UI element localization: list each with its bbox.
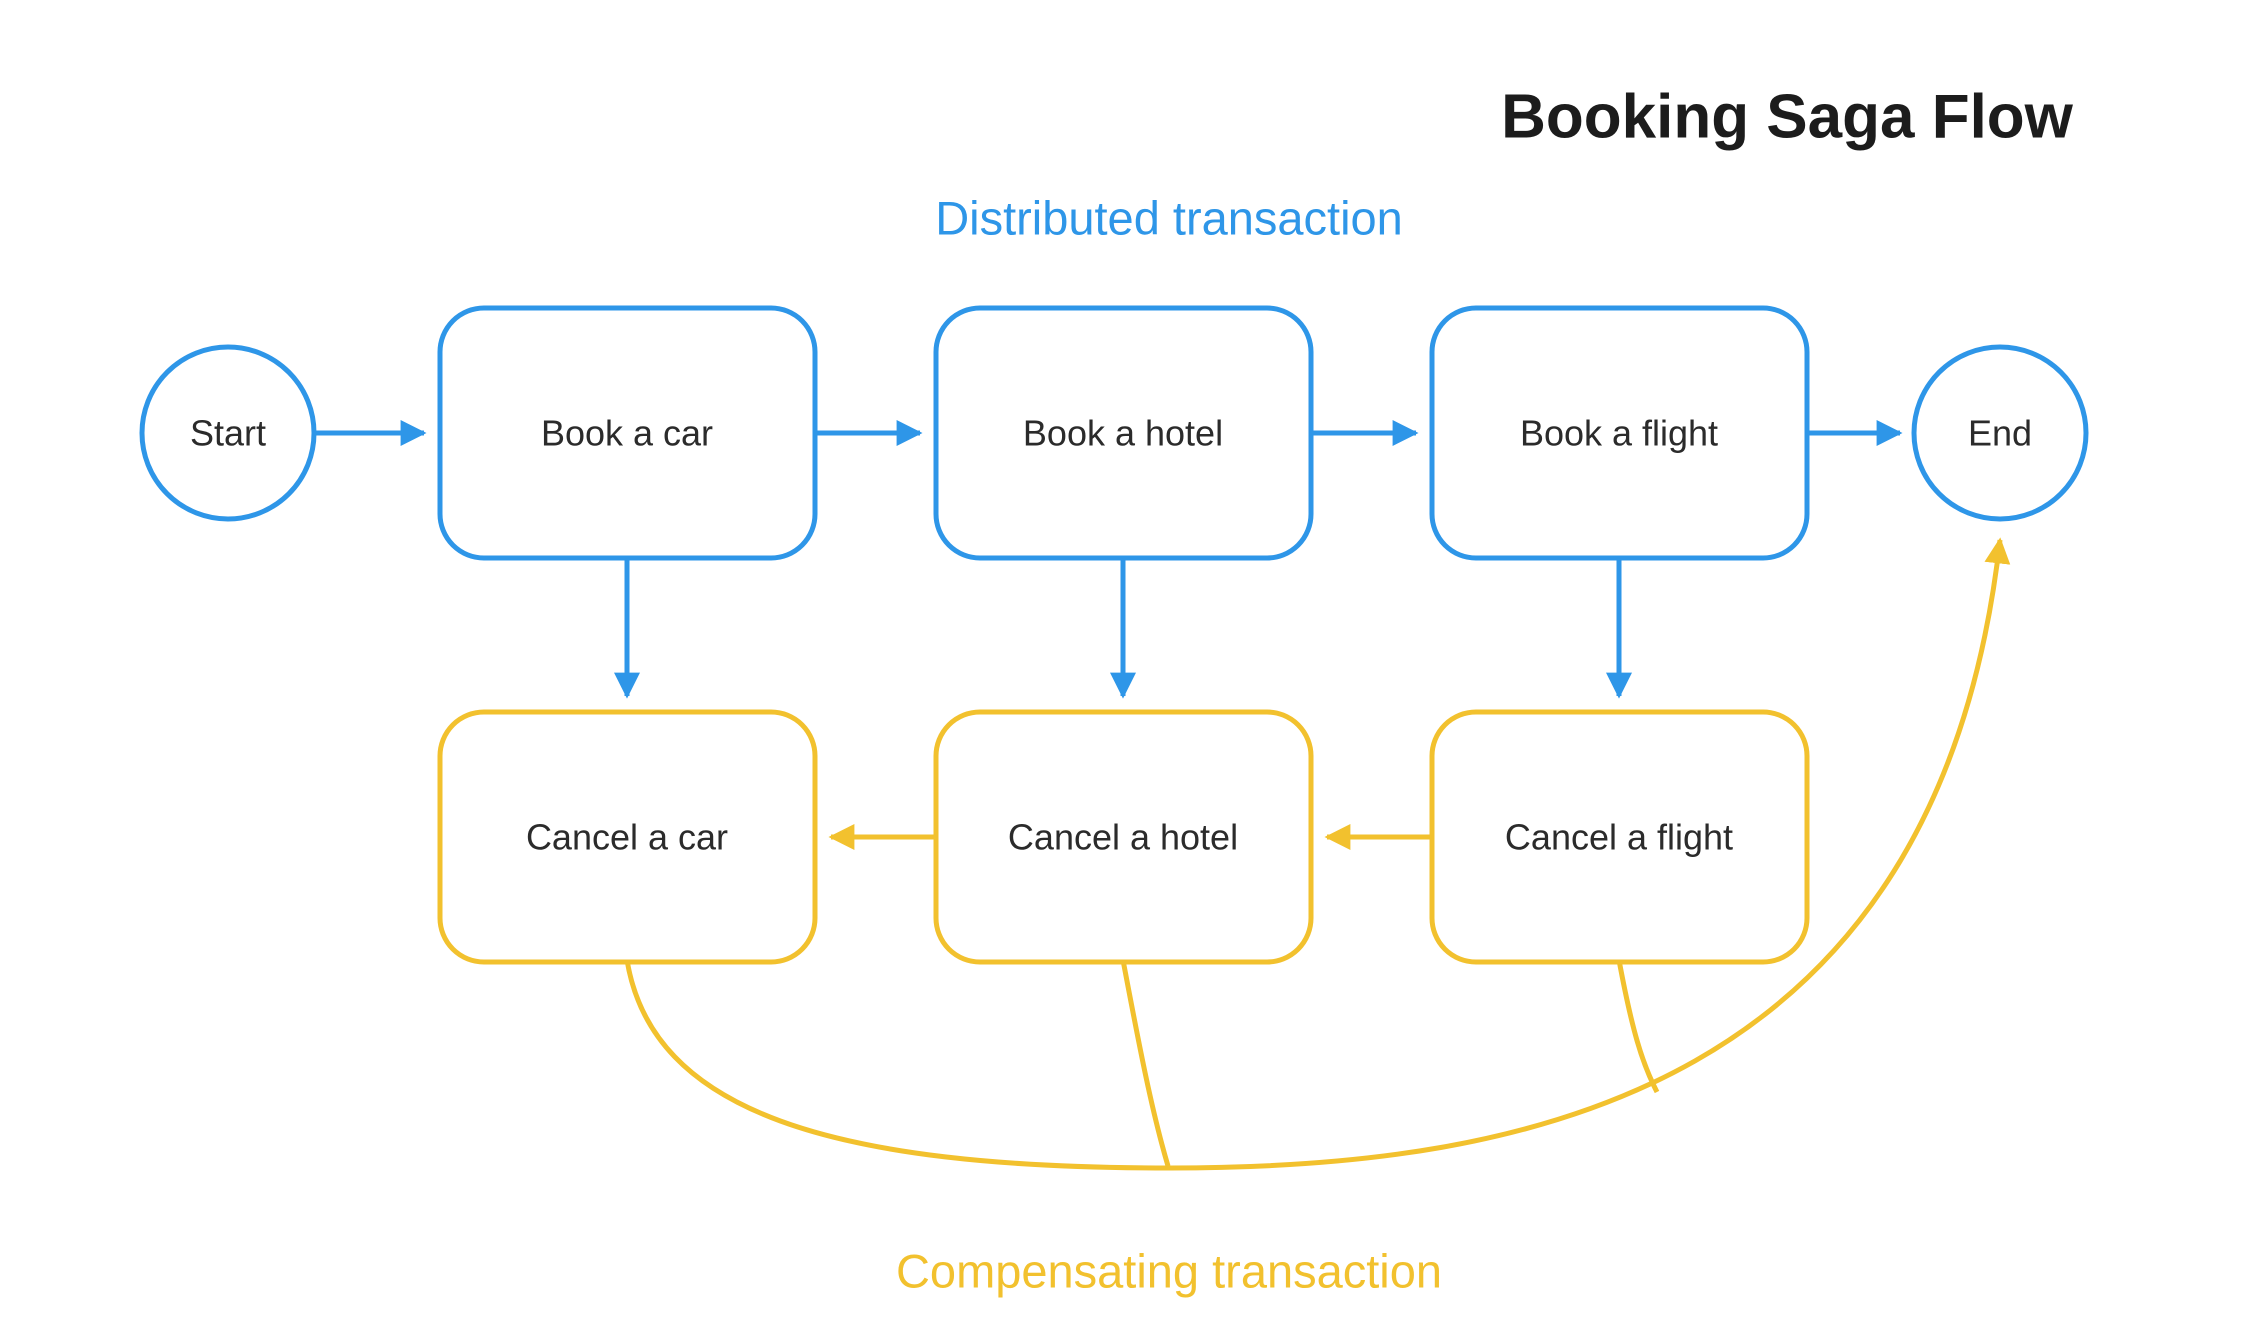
cancel-car-box: [437, 709, 818, 965]
book-car-label: Book a car: [541, 413, 713, 454]
end-circle: [1911, 344, 2089, 522]
node-book-flight: Book a flight: [1429, 305, 1810, 561]
start-circle: [139, 344, 317, 522]
node-book-hotel: Book a hotel: [933, 305, 1314, 561]
end-label: End: [1968, 413, 2032, 454]
node-cancel-hotel: Cancel a hotel: [933, 709, 1314, 965]
edge-cancel-hotel-join-curve: [1120, 959, 1171, 1167]
edge-cancel-flight-join-curve: [1616, 959, 1660, 1094]
cancel-flight-label: Cancel a flight: [1505, 817, 1733, 858]
book-car-box: [437, 305, 818, 561]
node-cancel-car: Cancel a car: [437, 709, 818, 965]
cancel-flight-box: [1429, 709, 1810, 965]
node-end: End: [1911, 344, 2089, 522]
edge-cancel-car-to-end-curve: [624, 537, 2011, 1171]
compensating-transaction-label: Compensating transaction: [896, 1245, 1442, 1298]
node-book-car: Book a car: [437, 305, 818, 561]
cancel-hotel-box: [933, 709, 1314, 965]
distributed-transaction-label: Distributed transaction: [935, 192, 1403, 245]
book-hotel-label: Book a hotel: [1023, 413, 1223, 454]
node-start: Start: [139, 344, 317, 522]
book-flight-box: [1429, 305, 1810, 561]
compensating-edges: [624, 537, 2011, 1171]
distributed-edges: [314, 420, 1903, 699]
diagram-title: Booking Saga Flow: [1501, 83, 2074, 152]
cancel-car-label: Cancel a car: [526, 817, 728, 858]
start-label: Start: [190, 413, 266, 454]
book-hotel-box: [933, 305, 1314, 561]
cancel-hotel-label: Cancel a hotel: [1008, 817, 1238, 858]
node-cancel-flight: Cancel a flight: [1429, 709, 1810, 965]
book-flight-label: Book a flight: [1520, 413, 1718, 454]
